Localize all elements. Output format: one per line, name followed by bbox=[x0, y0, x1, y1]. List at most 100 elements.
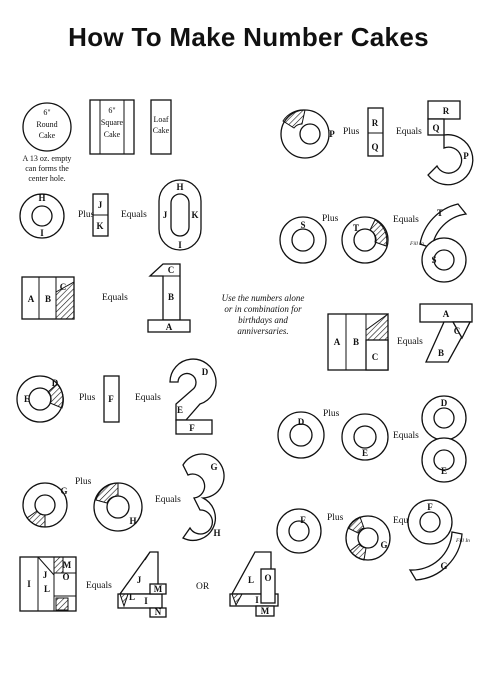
svg-text:L: L bbox=[129, 592, 135, 602]
svg-text:center hole.: center hole. bbox=[28, 174, 65, 183]
svg-text:N: N bbox=[155, 607, 162, 617]
can-note: A 13 oz. empty can forms the center hole… bbox=[23, 154, 72, 183]
svg-text:anniversaries.: anniversaries. bbox=[237, 326, 288, 336]
svg-text:C: C bbox=[60, 282, 67, 292]
svg-text:or in combination for: or in combination for bbox=[224, 304, 302, 314]
recipe-two: D E Plus F Equals D E F bbox=[16, 358, 217, 435]
svg-text:M: M bbox=[261, 606, 270, 616]
svg-text:H: H bbox=[176, 182, 183, 192]
svg-text:Fill In: Fill In bbox=[455, 538, 470, 544]
svg-text:Equals: Equals bbox=[393, 431, 419, 441]
svg-text:O: O bbox=[264, 573, 271, 583]
svg-text:D: D bbox=[441, 398, 448, 408]
recipe-three: G Plus H Equals G H bbox=[22, 453, 225, 541]
svg-text:Equals: Equals bbox=[102, 293, 128, 303]
svg-text:S: S bbox=[300, 220, 305, 230]
svg-text:F: F bbox=[108, 394, 114, 404]
svg-text:Equals: Equals bbox=[155, 495, 181, 505]
svg-text:J: J bbox=[43, 570, 48, 580]
svg-text:Square: Square bbox=[101, 118, 124, 127]
svg-text:Loaf: Loaf bbox=[153, 115, 168, 124]
svg-text:L: L bbox=[44, 584, 50, 594]
svg-text:M: M bbox=[154, 584, 163, 594]
svg-text:J: J bbox=[163, 210, 168, 220]
svg-text:D: D bbox=[298, 417, 305, 427]
recipe-five: P Plus R Q Equals R Q P bbox=[280, 100, 474, 186]
svg-text:L: L bbox=[248, 575, 254, 585]
svg-text:can forms the: can forms the bbox=[25, 164, 69, 173]
svg-text:I: I bbox=[144, 596, 148, 606]
svg-text:D: D bbox=[202, 367, 209, 377]
svg-text:J: J bbox=[98, 200, 103, 210]
svg-text:E: E bbox=[362, 448, 368, 458]
svg-text:B: B bbox=[168, 292, 174, 302]
svg-text:H: H bbox=[38, 193, 45, 203]
svg-text:D: D bbox=[52, 378, 59, 388]
svg-text:R: R bbox=[372, 118, 379, 128]
svg-text:B: B bbox=[45, 294, 51, 304]
svg-text:Cake: Cake bbox=[153, 126, 170, 135]
svg-text:I: I bbox=[255, 595, 259, 605]
svg-text:R: R bbox=[443, 106, 450, 116]
recipe-seven: A B C Equals A C B bbox=[327, 303, 473, 371]
svg-text:OR: OR bbox=[196, 582, 210, 592]
svg-text:C: C bbox=[454, 326, 461, 336]
svg-text:J: J bbox=[137, 575, 142, 585]
svg-text:Equals: Equals bbox=[393, 516, 419, 526]
svg-text:Plus: Plus bbox=[79, 393, 96, 403]
svg-text:Plus: Plus bbox=[322, 214, 339, 224]
square-cake: 6" Square Cake bbox=[89, 99, 135, 155]
svg-text:I: I bbox=[178, 240, 182, 250]
svg-text:Plus: Plus bbox=[327, 513, 344, 523]
svg-text:6": 6" bbox=[108, 106, 115, 115]
svg-text:Equals: Equals bbox=[393, 215, 419, 225]
svg-text:A: A bbox=[28, 294, 35, 304]
svg-text:Plus: Plus bbox=[343, 127, 360, 137]
svg-text:Cake: Cake bbox=[104, 130, 121, 139]
usage-note: Use the numbers alone or in combination … bbox=[222, 293, 305, 336]
svg-text:O: O bbox=[62, 572, 69, 582]
svg-text:birthdays and: birthdays and bbox=[238, 315, 288, 325]
svg-text:G: G bbox=[60, 486, 67, 496]
recipe-zero: H I Plus J K Equals H J K I bbox=[19, 179, 202, 251]
svg-text:P: P bbox=[329, 129, 335, 139]
svg-text:Equals: Equals bbox=[396, 127, 422, 137]
svg-text:T: T bbox=[353, 223, 359, 233]
recipe-nine: F Plus G Equals F G Fill In bbox=[276, 499, 470, 581]
svg-text:Plus: Plus bbox=[323, 409, 340, 419]
svg-text:Equals: Equals bbox=[135, 393, 161, 403]
svg-text:T: T bbox=[437, 208, 443, 218]
recipe-four-a: I J L M O Equals J L I M N OR bbox=[19, 551, 210, 618]
svg-text:G: G bbox=[440, 561, 447, 571]
svg-text:E: E bbox=[441, 466, 447, 476]
svg-text:S: S bbox=[431, 255, 436, 265]
svg-text:F: F bbox=[427, 502, 433, 512]
page-title: How To Make Number Cakes bbox=[68, 22, 429, 52]
svg-text:Fill In: Fill In bbox=[409, 241, 424, 247]
svg-text:E: E bbox=[24, 394, 30, 404]
round-cake: 6" Round Cake bbox=[22, 102, 72, 152]
svg-text:B: B bbox=[438, 348, 444, 358]
svg-text:A: A bbox=[334, 337, 341, 347]
svg-text:H: H bbox=[213, 528, 220, 538]
svg-text:Plus: Plus bbox=[75, 477, 92, 487]
svg-text:6": 6" bbox=[43, 108, 50, 117]
svg-text:A 13 oz. empty: A 13 oz. empty bbox=[23, 154, 72, 163]
svg-text:C: C bbox=[168, 265, 175, 275]
svg-text:E: E bbox=[177, 405, 183, 415]
svg-text:Equals: Equals bbox=[397, 337, 423, 347]
loaf-cake: Loaf Cake bbox=[150, 99, 172, 155]
svg-text:Cake: Cake bbox=[39, 131, 56, 140]
svg-text:I: I bbox=[27, 579, 31, 589]
recipe-eight: D Plus E Equals D E bbox=[277, 395, 467, 483]
svg-text:P: P bbox=[463, 151, 469, 161]
svg-text:H: H bbox=[129, 516, 136, 526]
svg-text:Q: Q bbox=[432, 123, 439, 133]
svg-text:G: G bbox=[380, 540, 387, 550]
svg-text:A: A bbox=[443, 309, 450, 319]
svg-text:G: G bbox=[210, 462, 217, 472]
recipe-four-b: L O I M bbox=[229, 551, 279, 617]
recipe-one: A B C Equals C B A bbox=[21, 263, 191, 333]
recipe-six: S Plus T Equals T S Fill In bbox=[279, 203, 468, 283]
